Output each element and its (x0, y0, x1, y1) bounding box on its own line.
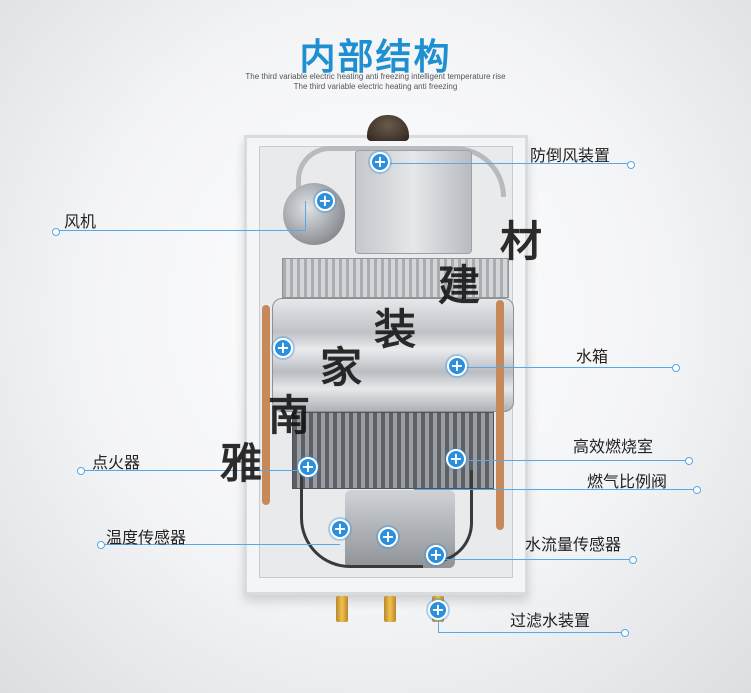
callout-end (52, 228, 60, 236)
heat-exchanger-fins (282, 258, 509, 298)
label-water-tank: 水箱 (576, 347, 609, 366)
hotspot-igniter[interactable]: + (298, 457, 318, 477)
callout-end (97, 541, 105, 549)
hotspot-fan[interactable]: + (315, 191, 335, 211)
callout-end (685, 457, 693, 465)
watermark-char: 家 (320, 343, 363, 392)
label-fan: 风机 (64, 212, 97, 231)
label-combustion-chamber: 高效燃烧室 (573, 437, 654, 456)
brass-fitting (336, 596, 348, 622)
watermark-char: 建 (438, 261, 481, 310)
callout-line (414, 489, 696, 490)
callout-line (55, 230, 305, 231)
heat-exchanger (272, 298, 514, 412)
callout-line (457, 367, 675, 368)
hotspot-gas-valve[interactable]: + (378, 527, 398, 547)
fan-motor (283, 183, 345, 245)
hotspot-water-tank-left[interactable]: + (273, 338, 293, 358)
callout-end (627, 161, 635, 169)
hotspot-water-tank[interactable]: + (447, 356, 467, 376)
copper-pipe-left (262, 305, 270, 505)
label-water-filter: 过滤水装置 (510, 611, 591, 630)
label-anti-backdraft: 防倒风装置 (530, 146, 611, 165)
watermark-char: 雅 (220, 439, 263, 488)
callout-line (436, 559, 632, 560)
callout-line (438, 632, 624, 633)
callout-end (621, 629, 629, 637)
watermark-char: 南 (268, 391, 311, 440)
callout-line (380, 163, 630, 164)
label-temperature-sensor: 温度传感器 (106, 528, 187, 547)
hotspot-water-filter[interactable]: + (428, 600, 448, 620)
callout-line (100, 544, 340, 545)
callout-end (629, 556, 637, 564)
watermark-char: 材 (500, 217, 543, 266)
hotspot-combustion-chamber[interactable]: + (446, 449, 466, 469)
hotspot-water-flow-sensor[interactable]: + (426, 545, 446, 565)
hotspot-anti-backdraft[interactable]: + (370, 152, 390, 172)
page-title: 内部结构 (299, 37, 452, 78)
watermark-char: 装 (374, 305, 417, 354)
subtitle-line-2: The third variable electric heating anti… (293, 82, 458, 91)
callout-end (693, 486, 701, 494)
hotspot-temperature-sensor[interactable]: + (330, 519, 350, 539)
callout-line (305, 201, 306, 231)
label-igniter: 点火器 (92, 453, 141, 472)
callout-line (80, 470, 308, 471)
callout-end (672, 364, 680, 372)
wire-harness-left (300, 470, 423, 568)
label-gas-proportional-valve: 燃气比例阀 (587, 472, 668, 491)
copper-pipe-right (496, 300, 504, 530)
brass-fitting (384, 596, 396, 622)
callout-line (456, 460, 688, 461)
callout-line (438, 612, 439, 632)
flue-outlet (367, 115, 409, 141)
callout-end (77, 467, 85, 475)
label-water-flow-sensor: 水流量传感器 (525, 535, 622, 554)
subtitle-line-1: The third variable electric heating anti… (245, 72, 506, 81)
